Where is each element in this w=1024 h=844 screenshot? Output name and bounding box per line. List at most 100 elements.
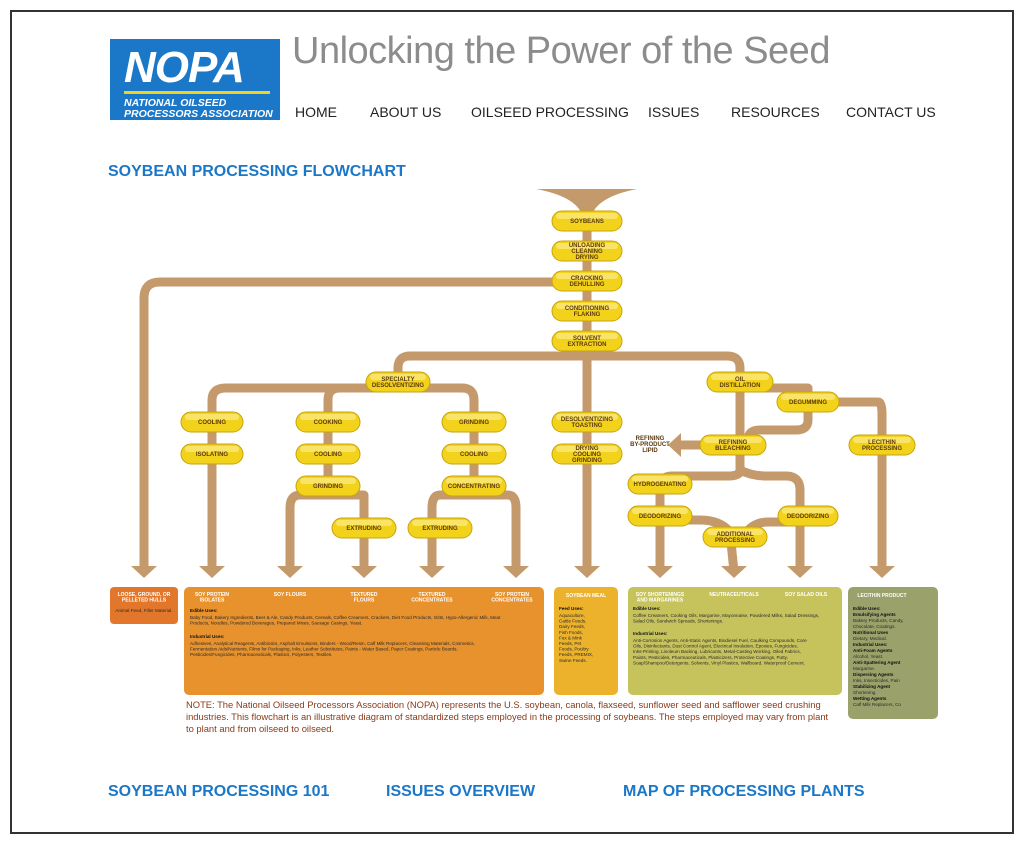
protein-box-heading: SOY PROTEIN	[195, 592, 229, 598]
flowchart-note: NOTE: The National Oilseed Processors As…	[186, 699, 829, 734]
oil-box-heading: AND MARGARINES	[637, 598, 684, 604]
logo-subtitle-line1: National Oilseed	[124, 97, 227, 109]
link-soybean-processing-101[interactable]: SOYBEAN PROCESSING 101	[108, 783, 330, 800]
step-main-5-highlight	[556, 333, 618, 339]
step-col3-concentrating-highlight	[446, 478, 502, 484]
step-main-1-highlight	[556, 213, 618, 219]
link-map-of-processing-plants[interactable]: MAP OF PROCESSING PLANTS	[623, 783, 865, 800]
meal-feed-title: Feed Uses:	[559, 606, 584, 611]
protein-box-heading: CONCENTRATES	[411, 598, 453, 604]
lecithin-use-line: Edible Uses:	[853, 606, 881, 611]
step-meal-drying-cooling-grinding-highlight	[556, 446, 618, 452]
nav-issues[interactable]: ISSUES	[648, 104, 700, 120]
nav-home[interactable]: HOME	[295, 104, 337, 120]
step-refining-bleaching-label: REFINING	[719, 440, 748, 446]
page-title: SOYBEAN PROCESSING FLOWCHART	[108, 163, 406, 180]
nav-contact-us[interactable]: CONTACT US	[846, 104, 936, 120]
meal-feed-text: Feeds, PREMIX,	[559, 652, 593, 657]
degum-return-pipe	[743, 408, 813, 441]
step-col2-extruding-label: EXTRUDING	[346, 526, 382, 532]
step-col2-cooling-highlight	[300, 446, 356, 452]
protein-industrial-text: Adhesives, Analytical Reagents, Antibiot…	[190, 641, 475, 646]
deod-right-pipe	[737, 465, 805, 572]
step-col2-cooking-label: COOKING	[314, 420, 343, 426]
nav-resources[interactable]: RESOURCES	[731, 104, 820, 120]
col1-pipe	[207, 383, 398, 572]
step-deodorizing-right: DEODORIZING	[777, 505, 839, 527]
step-hydrogenating-highlight	[632, 476, 688, 482]
link-issues-overview[interactable]: ISSUES OVERVIEW	[386, 783, 536, 800]
output-arrow-head	[721, 566, 747, 578]
oil-industrial-text: Oils, Disinfectants, Dust Control Agent,…	[633, 644, 798, 649]
step-hydrogenating: HYDROGENATING	[627, 473, 693, 495]
nopa-logo[interactable]: NOPA National Oilseed Processors Associa…	[110, 39, 280, 120]
step-main-2-label: UNLOADING	[569, 243, 606, 249]
lecithin-use-line: Inks, Insecticides, Pain	[853, 678, 900, 683]
lecithin-use-line: Chocolate, Coatings.	[853, 624, 896, 629]
lipid-label: LIPID	[642, 448, 658, 454]
step-degumming-highlight	[781, 394, 835, 400]
step-col3-extruding-label: EXTRUDING	[422, 526, 458, 532]
step-deodorizing-left-highlight	[632, 508, 688, 514]
step-col3-cooling: COOLING	[441, 443, 507, 465]
oil-box-heading: SOY SHORTENINGS	[636, 592, 685, 598]
nav-oilseed-processing[interactable]: OILSEED PROCESSING	[471, 104, 629, 120]
protein-box-heading: FLOURS	[354, 598, 375, 604]
protein-box-heading: SOY PROTEIN	[495, 592, 529, 598]
step-col1-isolating-label: ISOLATING	[196, 452, 229, 458]
specialty-feed-pipe	[393, 351, 587, 376]
nav-about-us[interactable]: ABOUT US	[370, 104, 442, 120]
lecithin-use-line: Alcohol, Yeast.	[853, 654, 883, 659]
logo-underline	[124, 91, 270, 94]
step-col2-cooling: COOLING	[295, 443, 361, 465]
step-main-1: SOYBEANS	[551, 210, 623, 232]
step-additional-processing-highlight	[707, 529, 763, 535]
step-main-3-highlight	[556, 273, 618, 279]
step-main-1-label: SOYBEANS	[570, 219, 604, 225]
oil-industrial-text: Soap/Shampoo/Detergents, Solvents, Vinyl…	[633, 660, 805, 665]
output-arrow-head	[277, 566, 303, 578]
step-col2-extruding: EXTRUDING	[331, 517, 397, 539]
step-col3-cooling-label: COOLING	[460, 452, 488, 458]
step-col3-concentrating: CONCENTRATING	[441, 475, 507, 497]
step-main-3-label: DEHULLING	[570, 282, 605, 288]
step-specialty-desolventizing-label: DESOLVENTIZING	[372, 383, 425, 389]
lecithin-use-line: Shortening.	[853, 690, 877, 695]
protein-box-heading: ISOLATES	[200, 598, 225, 604]
protein-edible-text: Baby Food, Bakery Ingredients, Beer & Al…	[190, 615, 501, 620]
step-col3-cooling-highlight	[446, 446, 502, 452]
step-main-2-highlight	[556, 243, 618, 249]
step-main-4-label: CONDITIONING	[565, 306, 610, 312]
step-col2-grinding-highlight	[300, 478, 356, 484]
meal-box-heading: SOYBEAN MEAL	[566, 593, 606, 599]
step-meal-drying-cooling-grinding-label: DRYING	[575, 446, 598, 452]
col3-left-pipe	[427, 490, 474, 572]
step-col3-grinding-highlight	[446, 414, 502, 420]
hopper-funnel	[536, 189, 637, 214]
protein-industrial-text: Fermentation Aids/Nutrients, Films for P…	[190, 647, 458, 652]
step-main-5-label: SOLVENT	[573, 336, 601, 342]
oil-edible-title: Edible Uses:	[633, 606, 661, 611]
meal-box-shape	[554, 587, 618, 695]
lecithin-use-line: Calf Milk Replacers, Co	[853, 702, 901, 707]
step-col1-isolating-highlight	[185, 446, 239, 452]
step-oil-distillation-label: DISTILLATION	[720, 383, 761, 389]
lipid-arrow-head	[668, 433, 681, 457]
step-col1-isolating: ISOLATING	[180, 443, 244, 465]
logo-wordmark: NOPA	[124, 43, 245, 92]
oil-edible-text: Salad Oils, Sandwich Spreads, Shortening…	[633, 619, 723, 624]
step-specialty-desolventizing-label: SPECIALTY	[381, 377, 414, 383]
step-lecithin-processing-label: LECITHIN	[868, 440, 896, 446]
step-main-2-label: CLEANING	[571, 249, 603, 255]
protein-box-heading: TEXTURED	[351, 592, 378, 598]
page-frame	[10, 10, 1014, 834]
step-meal-desolventizing-toasting-label: TOASTING	[572, 423, 603, 429]
lecithin-box-heading: LECITHIN PRODUCT	[857, 593, 906, 599]
logo-subtitle-line2: Processors Association	[124, 108, 273, 120]
